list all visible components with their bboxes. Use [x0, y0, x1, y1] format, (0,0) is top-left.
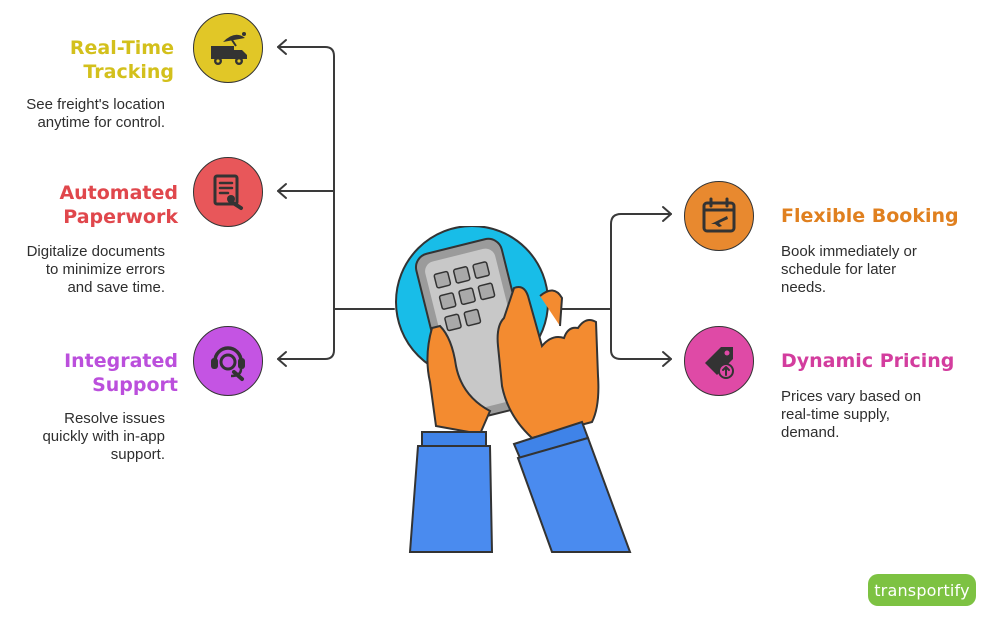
price-tag-up-icon: [684, 326, 754, 396]
document-signing-icon: [193, 157, 263, 227]
feature-desc-tracking: See freight's location anytime for contr…: [26, 96, 165, 131]
feature-title-pricing: Dynamic Pricing: [781, 350, 955, 372]
calendar-plane-icon: [684, 181, 754, 251]
feature-title-booking: Flexible Booking: [781, 205, 959, 227]
feature-desc-paperwork: Digitalize documents to minimize errors …: [26, 243, 165, 296]
brand-logo: transportify: [868, 574, 976, 606]
hands-phone-illustration: [395, 226, 632, 553]
satellite-truck-icon: [193, 13, 263, 83]
feature-desc-support: Resolve issues quickly with in-app suppo…: [42, 410, 165, 463]
feature-desc-booking: Book immediately or schedule for later n…: [781, 243, 917, 296]
feature-title-paperwork: Automated Paperwork: [59, 182, 178, 228]
feature-title-support: Integrated Support: [64, 350, 178, 396]
headset-support-icon: [193, 326, 263, 396]
brand-logo-text: transportify: [874, 580, 970, 600]
feature-title-tracking: Real-Time Tracking: [69, 37, 174, 83]
feature-desc-pricing: Prices vary based on real-time supply, d…: [781, 388, 922, 441]
